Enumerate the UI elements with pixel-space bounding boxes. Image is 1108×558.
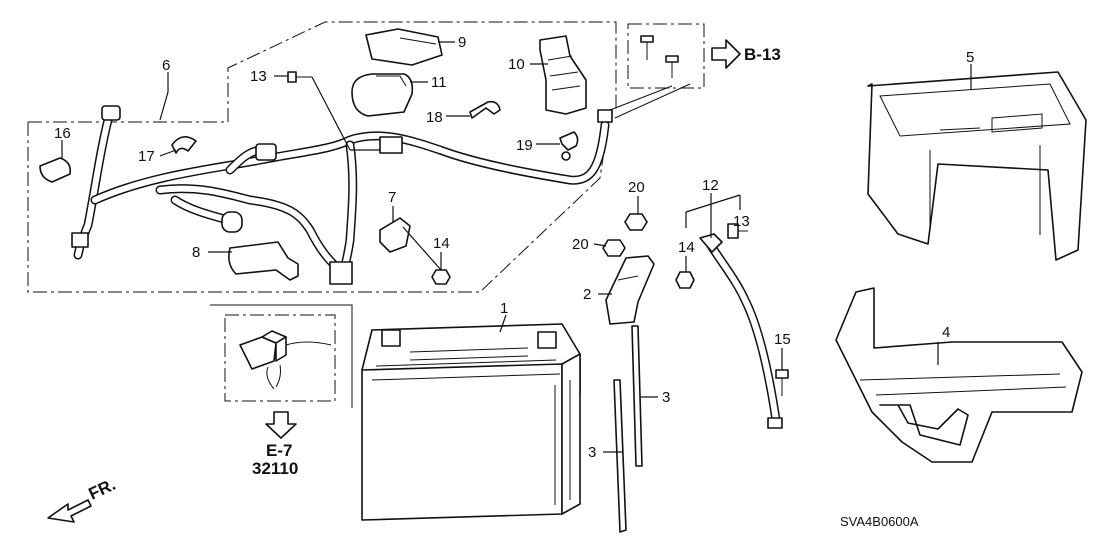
reference-arrow-right-icon[interactable] bbox=[711, 39, 741, 69]
callout-12: 12 bbox=[702, 177, 719, 194]
battery-tray bbox=[835, 287, 1083, 463]
callout-14-right: 14 bbox=[678, 239, 695, 256]
callout-3-left: 3 bbox=[588, 444, 596, 461]
callout-13-left: 13 bbox=[250, 68, 267, 85]
callout-11: 11 bbox=[431, 74, 447, 91]
callout-15: 15 bbox=[774, 331, 791, 348]
reference-box-b13 bbox=[627, 23, 705, 89]
bolt-13-right bbox=[727, 223, 739, 239]
leader-lines bbox=[61, 41, 972, 453]
wire-harness bbox=[71, 105, 613, 285]
clip-17 bbox=[171, 136, 197, 154]
callout-labels: 6 9 10 11 13 18 19 16 17 7 8 14 1 2 3 3 … bbox=[54, 34, 974, 461]
terminal-cover-9 bbox=[365, 28, 443, 66]
reference-box-e7 bbox=[210, 304, 353, 408]
clip-7 bbox=[379, 217, 411, 253]
ground-cable bbox=[699, 233, 783, 429]
diagram-code: SVA4B0600A bbox=[840, 514, 919, 529]
callout-17: 17 bbox=[138, 148, 155, 165]
callout-18: 18 bbox=[426, 109, 443, 126]
callout-19: 19 bbox=[516, 137, 533, 154]
battery bbox=[361, 323, 581, 521]
terminal-cover-8 bbox=[228, 241, 299, 281]
nut-20-top bbox=[624, 213, 648, 231]
nut-14-right bbox=[675, 271, 695, 289]
callout-3-right: 3 bbox=[662, 389, 670, 406]
nut-14-left bbox=[431, 269, 451, 285]
bolt-13 bbox=[287, 71, 297, 83]
callout-6: 6 bbox=[162, 57, 170, 74]
callout-9: 9 bbox=[458, 34, 466, 51]
callout-13-right: 13 bbox=[733, 213, 750, 230]
front-label: FR. bbox=[86, 475, 119, 504]
reference-arrow-down-icon[interactable] bbox=[265, 411, 297, 439]
callout-10: 10 bbox=[508, 56, 525, 73]
callout-16: 16 bbox=[54, 125, 71, 142]
bolt-15 bbox=[775, 369, 789, 379]
nut-20-bottom bbox=[602, 239, 626, 257]
callout-2: 2 bbox=[583, 286, 591, 303]
ref-b13-label[interactable]: B-13 bbox=[744, 45, 781, 64]
callout-20-bottom: 20 bbox=[572, 236, 589, 253]
clip-16 bbox=[39, 157, 72, 183]
callout-5: 5 bbox=[966, 49, 974, 66]
callout-7: 7 bbox=[388, 189, 396, 206]
callout-4: 4 bbox=[942, 324, 950, 341]
ref-e7-label[interactable]: E-7 bbox=[266, 441, 292, 460]
callout-8: 8 bbox=[192, 244, 200, 261]
callout-20-top: 20 bbox=[628, 179, 645, 196]
battery-setting-plate bbox=[605, 255, 655, 325]
ref-e7-number[interactable]: 32110 bbox=[252, 459, 298, 478]
battery-box bbox=[867, 71, 1087, 261]
hook-bolt-left bbox=[613, 379, 627, 533]
fuse-box-10 bbox=[539, 35, 587, 115]
callout-1: 1 bbox=[500, 300, 508, 317]
hook-bolt-right bbox=[631, 325, 643, 467]
terminal-cover-11 bbox=[351, 73, 414, 117]
clip-18 bbox=[469, 100, 501, 119]
clip-19 bbox=[559, 131, 579, 151]
callout-14-left: 14 bbox=[433, 235, 450, 252]
front-direction-arrow-icon bbox=[47, 499, 92, 523]
